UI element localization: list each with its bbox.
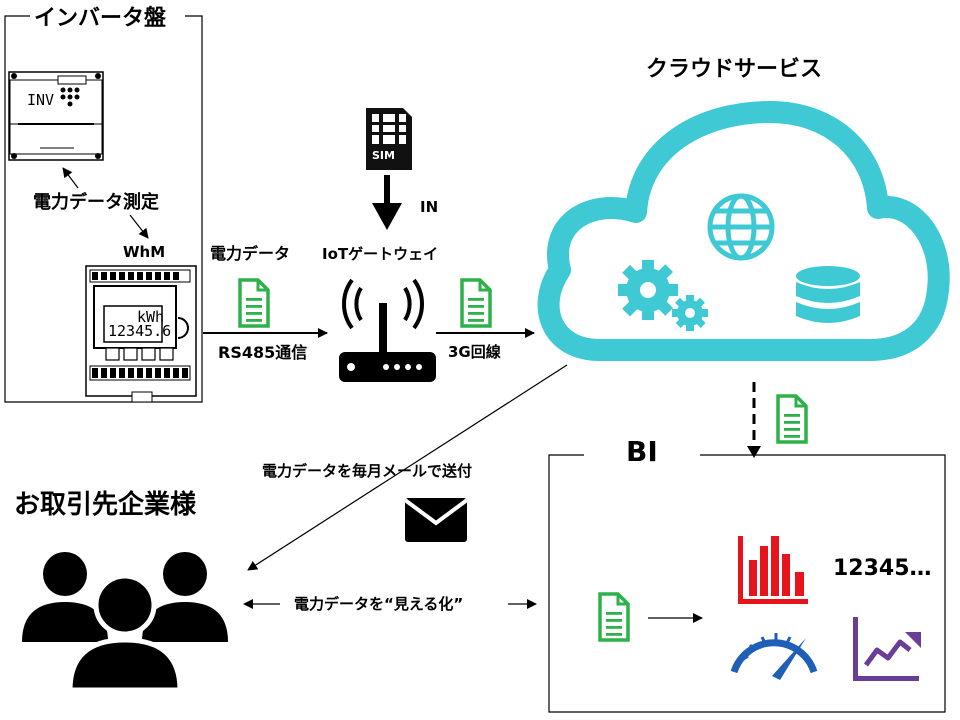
measure-label: 電力データ測定 (33, 192, 159, 213)
gateway-data-label: 電力データ (210, 244, 291, 263)
database-icon (796, 266, 860, 323)
3g-line-label: 3G回線 (448, 343, 501, 361)
document-icon-data (238, 278, 270, 328)
measure-to-inverter-arrow (62, 167, 79, 189)
gauge-icon (730, 633, 818, 680)
document-icon-3g (460, 278, 492, 328)
mail-label: 電力データを毎月メールで送付 (262, 462, 473, 480)
sim-icon (366, 108, 412, 170)
inverter-label: INV (27, 91, 55, 109)
bi-box-frame (548, 454, 946, 713)
gateway-title: IoTゲートウェイ (322, 245, 439, 263)
rs485-label: RS485通信 (218, 343, 308, 362)
gateway-router-icon (339, 278, 436, 382)
sim-in-arrow (372, 175, 402, 230)
cloud-title: クラウドサービス (646, 57, 823, 82)
mail-send-arrow (247, 364, 568, 571)
bar-chart-icon (738, 536, 808, 604)
inverter-device (8, 71, 104, 161)
watt-hour-meter (85, 265, 197, 403)
bi-number-text: 12345… (833, 556, 932, 581)
meter-label: WhM (123, 243, 166, 261)
gears-icon (618, 260, 708, 331)
inverter-panel-frame (4, 15, 203, 403)
globe-icon (707, 193, 775, 261)
document-icon-bi-in (776, 394, 808, 444)
trend-chart-icon (853, 617, 921, 681)
customers-people-icon (22, 552, 228, 693)
mail-icon (403, 498, 469, 542)
document-icon-bi (598, 592, 630, 642)
sim-in-label: IN (420, 198, 439, 216)
meter-unit: kWh (137, 308, 165, 326)
bi-title: BI (626, 435, 658, 468)
visualize-label: 電力データを“見える化” (294, 595, 464, 613)
customer-title: お取引先企業様 (14, 490, 197, 520)
inverter-panel-title: インバータ盤 (34, 6, 167, 31)
measure-to-meter-arrow (129, 214, 149, 239)
cloud-shape (537, 101, 950, 361)
meter-reading: 12345.6 (108, 322, 172, 340)
sim-label: SIM (372, 149, 395, 162)
